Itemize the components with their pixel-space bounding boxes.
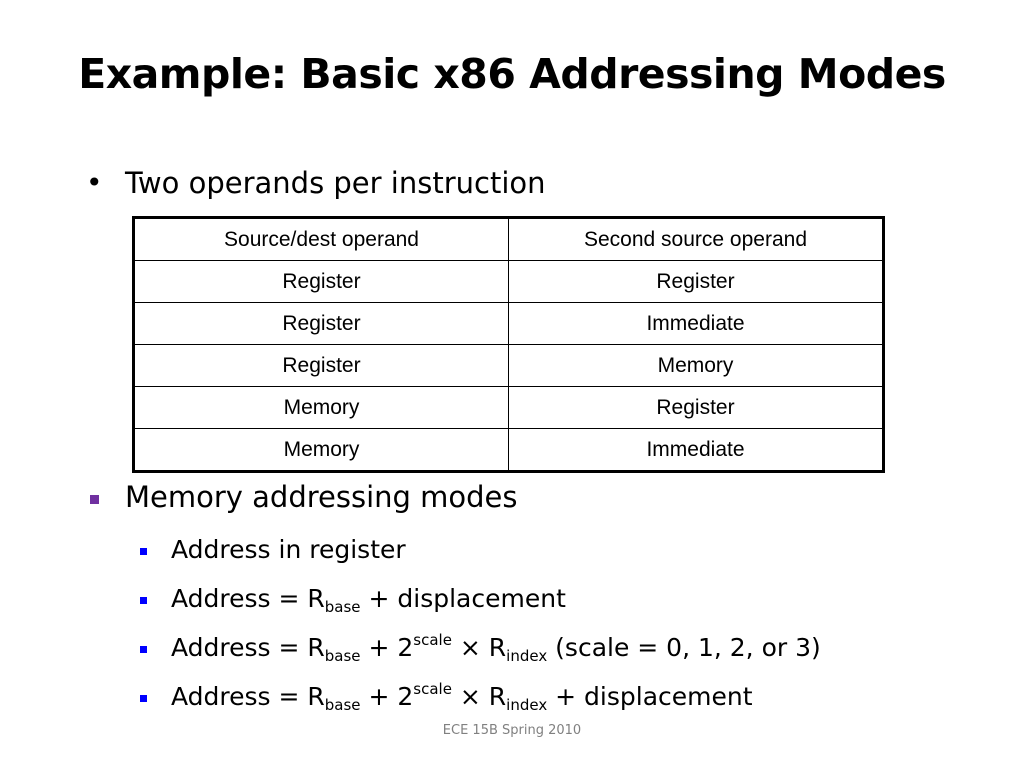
sub-bullet-text: Address = Rbase + 2scale × Rindex + disp…	[171, 680, 753, 714]
table-row: Memory Immediate	[133, 428, 884, 472]
table-row: Register Immediate	[133, 302, 884, 345]
sub-bullet-text: Address in register	[171, 535, 406, 564]
square-bullet-icon	[90, 495, 99, 504]
sub-bullet-text: Address = Rbase + displacement	[171, 584, 566, 616]
bullet-dot-icon: •	[86, 166, 103, 199]
table-row: Memory Register	[133, 386, 884, 429]
bullet-memory-modes-text: Memory addressing modes	[125, 480, 518, 514]
sub-bullet-text: Address = Rbase + 2scale × Rindex (scale…	[171, 631, 821, 665]
table-header-cell: Second source operand	[508, 217, 884, 261]
table-cell: Memory	[133, 428, 509, 472]
slide-footer: ECE 15B Spring 2010	[442, 723, 582, 738]
table-cell: Memory	[133, 386, 509, 429]
table-cell: Register	[508, 260, 884, 303]
table-header-cell: Source/dest operand	[133, 217, 509, 261]
slide-title: Example: Basic x86 Addressing Modes	[78, 50, 946, 98]
operand-combinations-table: Source/dest operand Second source operan…	[132, 216, 885, 473]
table-cell: Immediate	[508, 428, 884, 472]
table-header-row: Source/dest operand Second source operan…	[133, 217, 884, 261]
square-bullet-icon	[140, 646, 147, 653]
table-cell: Register	[133, 302, 509, 345]
square-bullet-icon	[140, 695, 147, 702]
table-cell: Register	[133, 260, 509, 303]
table-cell: Memory	[508, 344, 884, 387]
table-row: Register Register	[133, 260, 884, 303]
table-row: Register Memory	[133, 344, 884, 387]
square-bullet-icon	[140, 597, 147, 604]
table-cell: Immediate	[508, 302, 884, 345]
table-cell: Register	[133, 344, 509, 387]
table-cell: Register	[508, 386, 884, 429]
bullet-two-operands-text: Two operands per instruction	[125, 166, 546, 200]
square-bullet-icon	[140, 548, 147, 555]
